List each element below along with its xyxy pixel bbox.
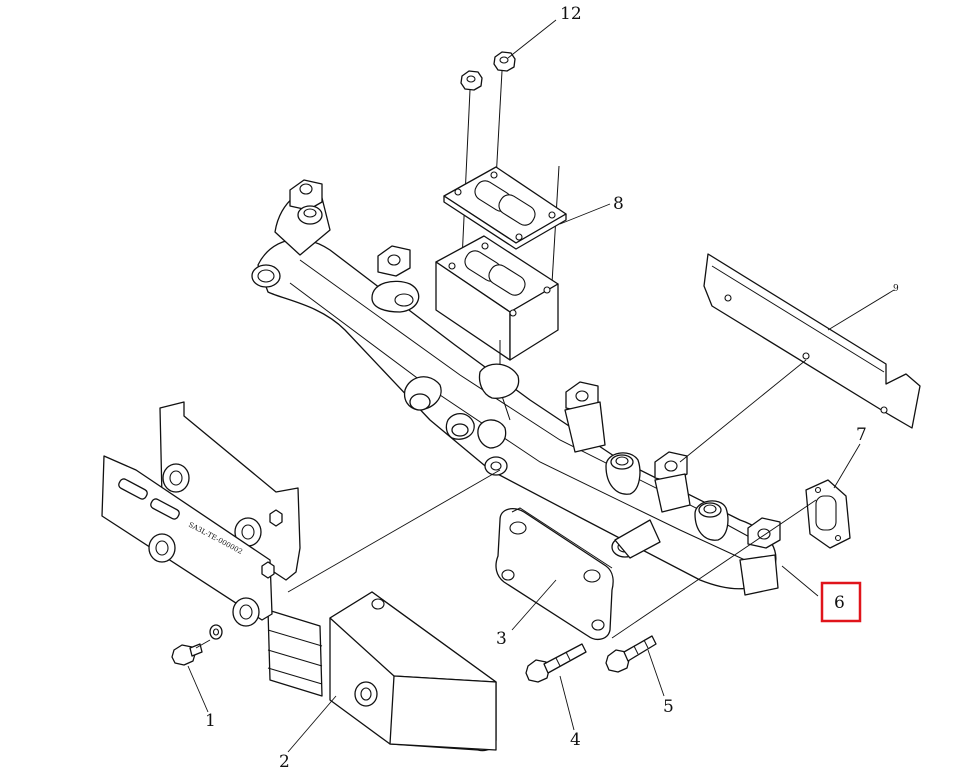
callout-12: 12 xyxy=(560,4,582,24)
callout-6: 6 xyxy=(834,593,845,613)
callout-7: 7 xyxy=(856,425,867,445)
callout-9: 9 xyxy=(893,284,899,294)
part-3-bracket xyxy=(495,507,614,641)
callout-2: 2 xyxy=(279,752,290,772)
side-shield-panels: SA3L-TE-000002 xyxy=(101,401,301,627)
callout-labels: 12 8 9 7 6 3 4 5 1 2 xyxy=(205,4,899,772)
callout-4: 4 xyxy=(570,730,581,750)
callout-5: 5 xyxy=(663,697,674,717)
part-4-bolt xyxy=(525,643,587,683)
exhaust-manifold xyxy=(251,179,781,596)
callout-1: 1 xyxy=(205,711,216,731)
part-8-gasket xyxy=(443,166,567,250)
callout-6-highlight-box xyxy=(820,581,862,623)
callout-8: 8 xyxy=(613,194,624,214)
callout-3: 3 xyxy=(496,629,507,649)
leader-lines xyxy=(187,19,895,753)
part-1-bolt-washer xyxy=(171,624,223,666)
part-9-heat-shield xyxy=(703,253,921,429)
part-5-bolt xyxy=(605,635,657,673)
part-7-gasket xyxy=(805,479,851,549)
part-2-heat-shield-block xyxy=(267,591,497,752)
